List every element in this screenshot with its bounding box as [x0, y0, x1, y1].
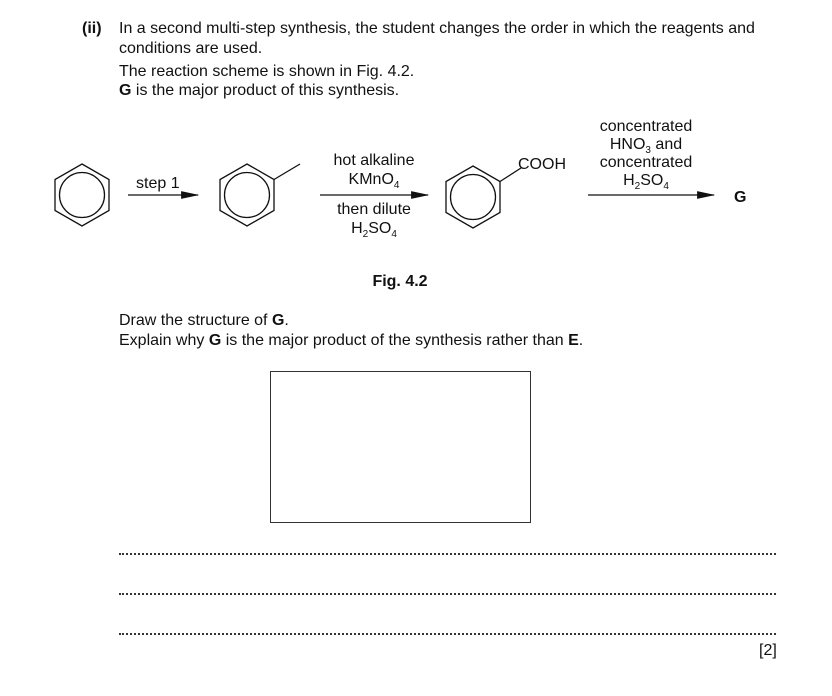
text: Explain why: [119, 332, 209, 349]
question-number: (ii): [82, 20, 102, 37]
reagent-line: concentrated: [599, 154, 693, 171]
question-text-line2: conditions are used.: [119, 40, 263, 57]
reagent-kmno4: KMnO4: [314, 170, 434, 191]
text: H: [623, 172, 635, 189]
product-g: G: [734, 189, 747, 206]
question-text-line1: In a second multi-step synthesis, the st…: [119, 20, 755, 37]
text: E: [568, 332, 579, 349]
cooh-label: COOH: [518, 156, 566, 173]
answer-line[interactable]: [119, 593, 776, 595]
text: .: [578, 332, 584, 349]
benzene-structure: [54, 163, 110, 227]
text: is the major product of the synthesis ra…: [221, 332, 569, 349]
text: H: [351, 220, 363, 237]
reagent-hno3: HNO3 and: [586, 135, 706, 156]
text: SO: [640, 172, 664, 189]
question-text-line3: The reaction scheme is shown in Fig. 4.2…: [119, 63, 415, 80]
subscript: 4: [663, 181, 669, 192]
text: G: [271, 312, 285, 329]
product-label: G: [119, 82, 132, 99]
benzoic-acid-structure: [445, 165, 522, 229]
answer-line[interactable]: [119, 633, 776, 635]
text: G: [208, 332, 222, 349]
subscript: 3: [645, 145, 651, 156]
text: Draw the structure of: [119, 312, 272, 329]
reagent-h2so4: H2SO4: [314, 219, 434, 240]
task-explain: Explain why G is the major product of th…: [119, 331, 583, 350]
marks-label: [2]: [759, 642, 777, 659]
answer-drawing-box[interactable]: [270, 371, 531, 523]
text: .: [284, 312, 289, 329]
text: SO: [368, 220, 392, 237]
task-draw: Draw the structure of G.: [119, 311, 289, 330]
reagent-line: then dilute: [337, 201, 411, 218]
subscript: 4: [391, 229, 397, 240]
reagent-line: concentrated: [599, 118, 693, 135]
text: and: [650, 136, 683, 153]
methylbenzene-structure: [219, 163, 301, 227]
text: KMnO: [348, 171, 394, 188]
answer-line[interactable]: [119, 553, 776, 555]
subscript: 4: [393, 180, 400, 191]
reagent-h2so4: H2SO4: [586, 171, 706, 192]
text: is the major product of this synthesis.: [131, 82, 400, 99]
subscript: 2: [634, 181, 641, 192]
text: HNO: [609, 136, 646, 153]
subscript: 2: [362, 229, 369, 240]
question-text-line4: G is the major product of this synthesis…: [119, 81, 399, 100]
reagent-line: hot alkaline: [333, 152, 415, 169]
step1-label: step 1: [136, 175, 180, 192]
figure-caption: Fig. 4.2: [372, 273, 428, 290]
